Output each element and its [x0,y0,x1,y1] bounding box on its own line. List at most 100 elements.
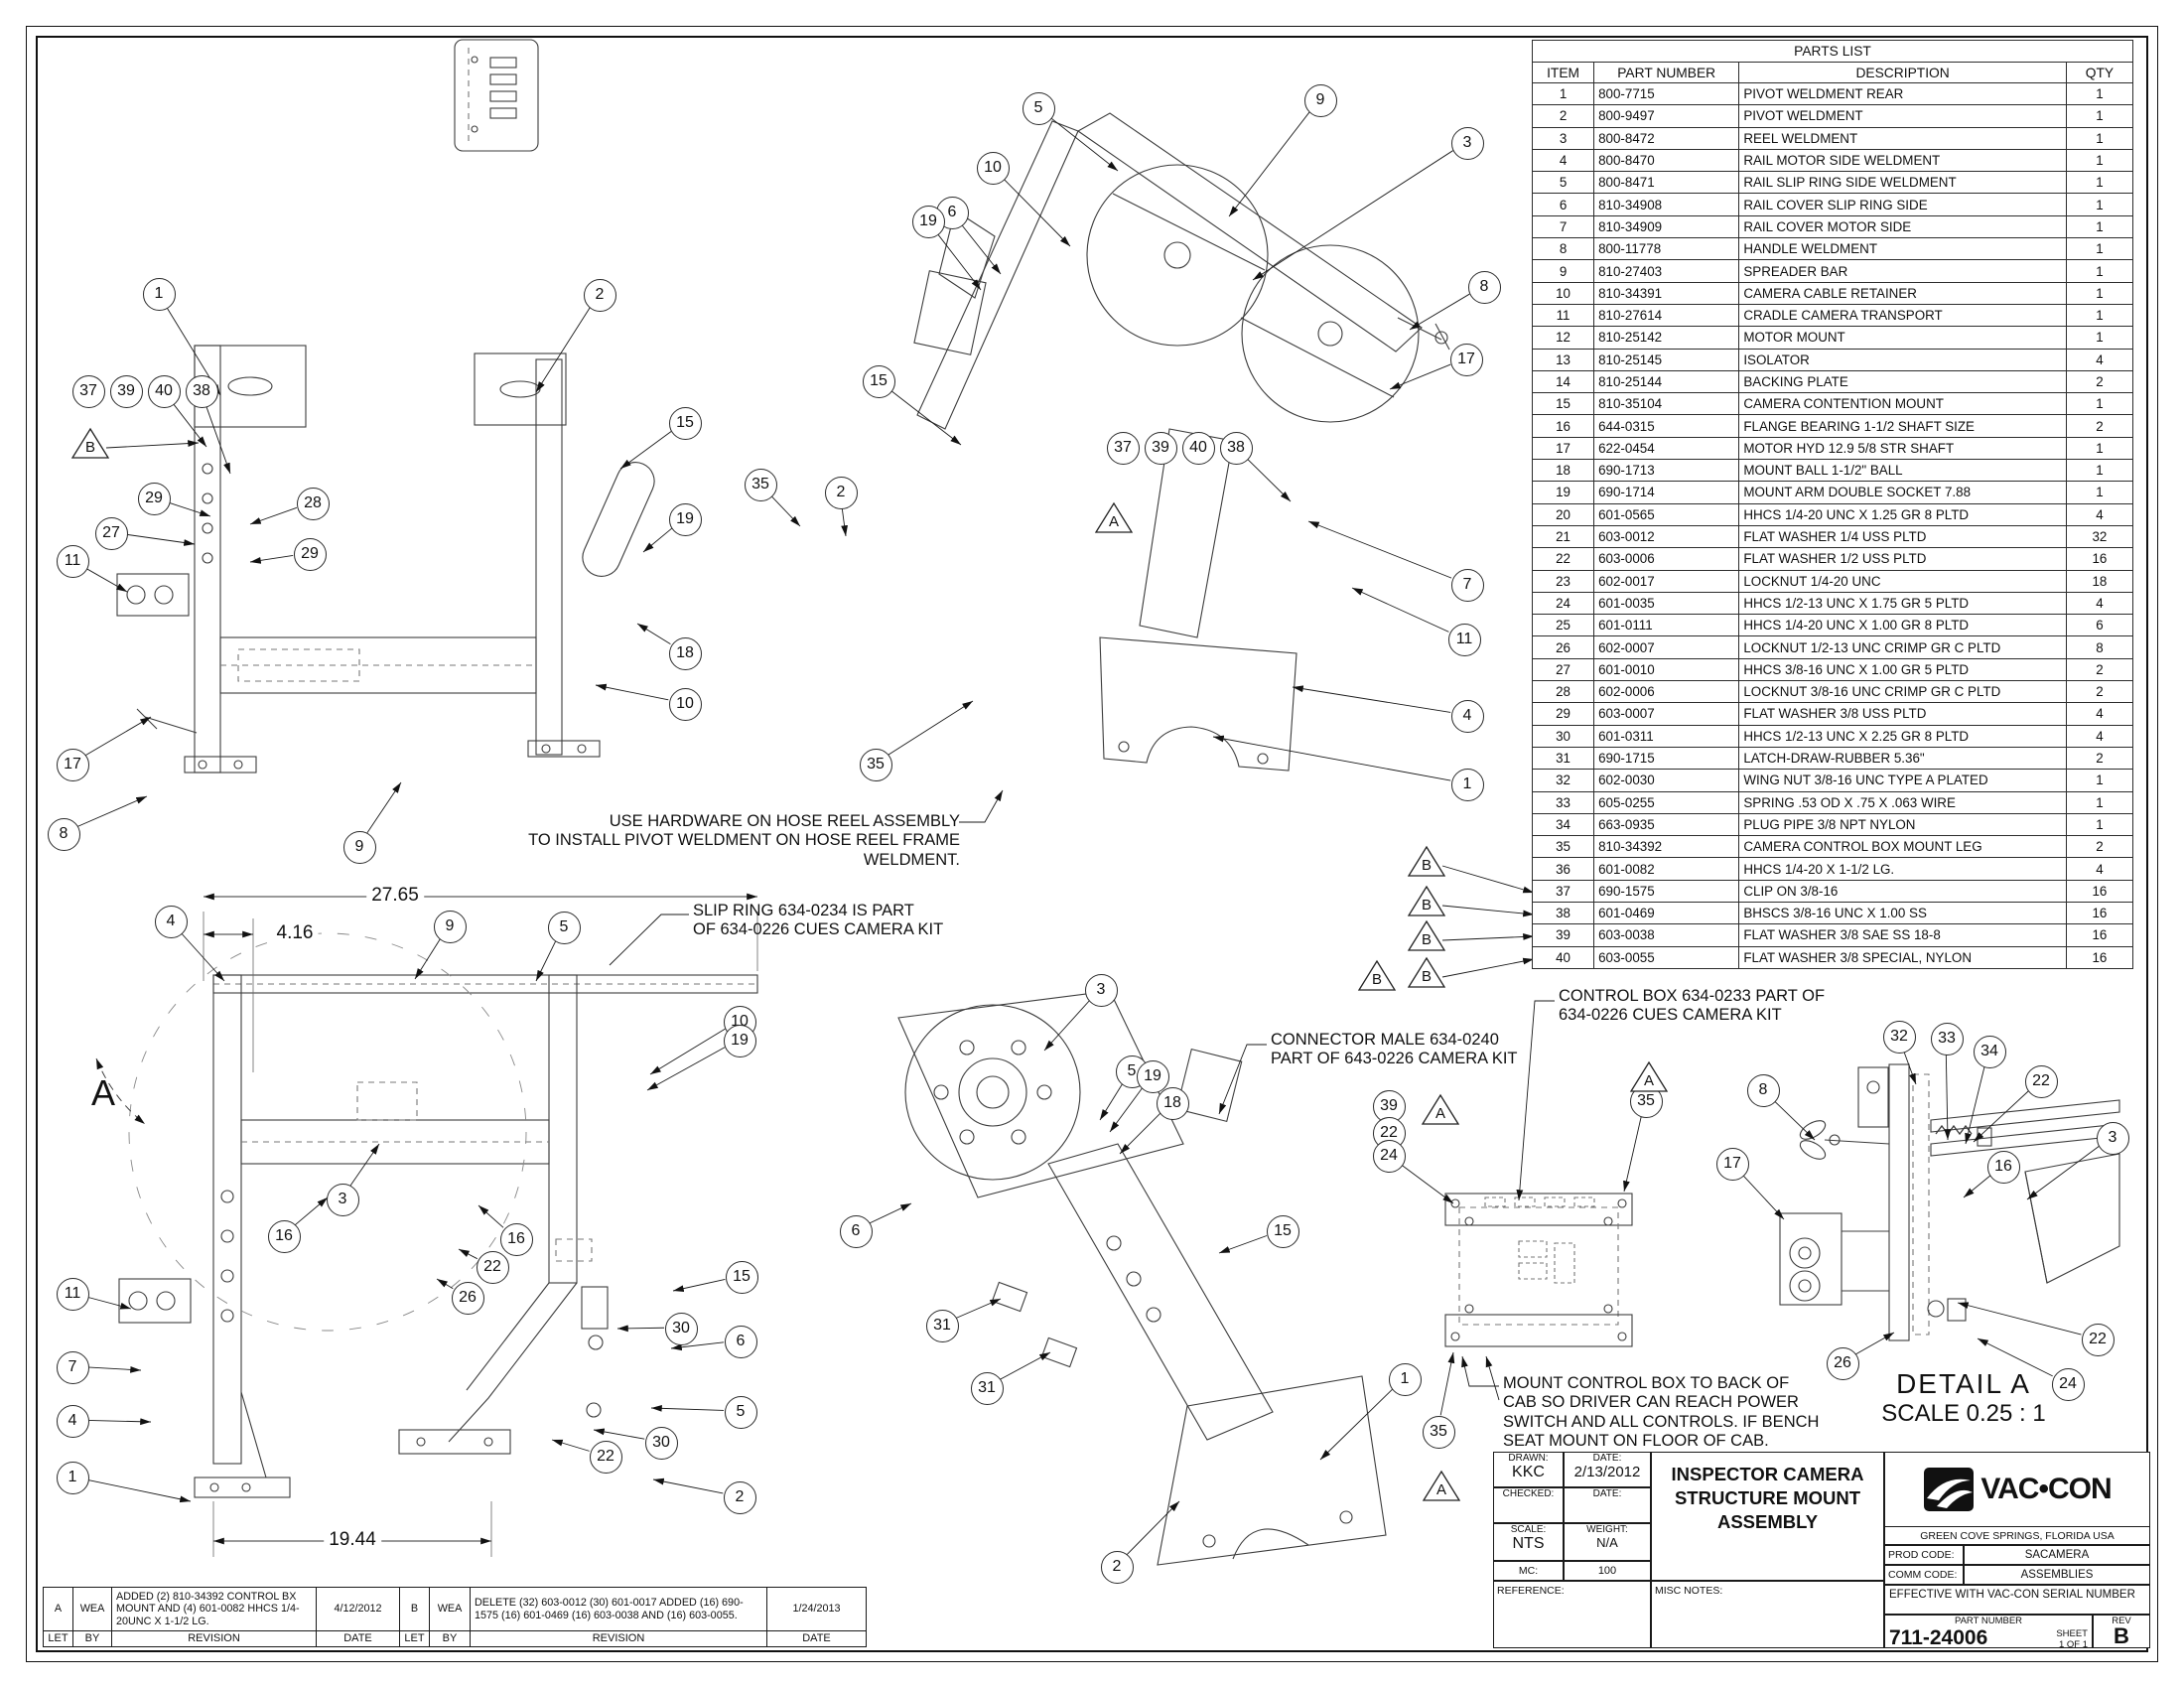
parts-col-item: ITEM [1531,62,1595,83]
dimension-4.16: 4.16 [271,921,319,944]
detail-a-label: DETAIL A SCALE 0.25 : 1 [1854,1368,2073,1428]
balloon-39: 39 [1144,431,1177,465]
sheet-label: SHEET [2056,1628,2088,1640]
balloon-11: 11 [56,544,89,578]
balloon-40: 40 [147,374,181,408]
balloon-18: 18 [668,636,702,670]
rev-a-text: ADDED (2) 810-34392 CONTROL BX MOUNT AND… [111,1587,317,1631]
balloon-3: 3 [2096,1121,2129,1155]
balloon-34: 34 [1973,1035,2006,1068]
balloon-17: 17 [56,748,89,781]
rev-flag-B: B [70,427,110,461]
balloon-31: 31 [925,1309,959,1342]
detail-a-scale: SCALE 0.25 : 1 [1881,1400,2046,1427]
detail-a-view-letter: A [91,1072,116,1113]
balloon-16: 16 [267,1219,301,1253]
balloon-37: 37 [1106,431,1140,465]
sheet-border-inner [36,36,2148,1652]
comm-code-value: ASSEMBLIES [1964,1565,2150,1585]
balloon-9: 9 [342,830,376,864]
balloon-11: 11 [1447,623,1481,656]
balloon-2: 2 [1100,1550,1134,1584]
effective-serial-note: EFFECTIVE WITH VAC-CON SERIAL NUMBER [1884,1585,2150,1615]
titleblock-checked-cell: CHECKED: [1493,1487,1564,1523]
balloon-28: 28 [296,487,330,520]
scale-value: NTS [1512,1535,1545,1552]
titleblock-mc-label-cell: MC: [1493,1561,1564,1581]
balloon-15: 15 [1266,1214,1299,1248]
rev-flag-B: B [1407,956,1446,990]
balloon-39: 39 [109,374,143,408]
balloon-22: 22 [589,1440,622,1474]
prod-code-value: SACAMERA [1964,1545,2150,1565]
company-logo-text: VAC•CON [1980,1473,2112,1505]
balloon-35: 35 [744,468,777,501]
note-leaders [609,789,1555,1401]
balloon-32: 32 [1882,1020,1916,1054]
titleblock-weight-cell: WEIGHT: N/A [1564,1523,1651,1561]
part-number-label: PART NUMBER [1954,1616,2023,1626]
comm-code-label: COMM CODE: [1884,1565,1964,1585]
balloon-19: 19 [668,502,702,536]
balloon-27: 27 [94,516,128,550]
balloon-5: 5 [1022,91,1055,125]
drawn-by-value: KKC [1512,1464,1545,1480]
titleblock-scale-cell: SCALE: NTS [1493,1523,1564,1561]
rev-flag-B: B [1407,919,1446,953]
rev-value: B [2114,1623,2129,1648]
part-number-cell: PART NUMBER 711-24006 SHEET 1 OF 1 [1884,1615,2093,1648]
balloon-15: 15 [862,364,895,398]
balloon-7: 7 [56,1350,89,1384]
parts-list-title: PARTS LIST [1532,40,2133,63]
titleblock-misc-notes-cell: MISC NOTES: [1651,1581,1884,1648]
balloon-37: 37 [71,374,105,408]
mc-value: 100 [1564,1561,1651,1581]
parts-col-description: DESCRIPTION [1738,62,2067,83]
rev-flag-A: A [1422,1470,1461,1503]
rev-b-text: DELETE (32) 603-0012 (30) 601-0017 ADDED… [470,1587,767,1631]
rev-b-by: WEA [429,1587,471,1631]
note-hose-reel: USE HARDWARE ON HOSE REEL ASSEMBLY TO IN… [528,812,960,869]
balloon-35: 35 [859,748,892,781]
balloon-4: 4 [154,905,188,938]
sheet-border-outer [26,26,2158,1662]
revision-table-a: A WEA ADDED (2) 810-34392 CONTROL BX MOU… [43,1587,400,1647]
weight-value: N/A [1596,1535,1618,1550]
detail-a-title: DETAIL A [1896,1368,2031,1399]
balloon-3: 3 [326,1183,359,1216]
titleblock-title-cell: INSPECTOR CAMERA STRUCTURE MOUNT ASSEMBL… [1651,1452,1884,1581]
balloon-leaders [76,111,2100,1555]
view-frame-front [118,932,758,1498]
rev-b-date: 1/24/2013 [766,1587,867,1631]
balloon-11: 11 [56,1277,89,1311]
titleblock-drawn-cell: DRAWN: KKC [1493,1452,1564,1487]
balloon-16: 16 [1986,1150,2020,1184]
titleblock-reference-cell: REFERENCE: [1493,1581,1651,1648]
balloon-35: 35 [1422,1415,1455,1449]
balloon-38: 38 [185,374,218,408]
drawing-title: INSPECTOR CAMERA STRUCTURE MOUNT ASSEMBL… [1671,1464,1864,1533]
part-number-value: 711-24006 [1889,1626,1988,1648]
drawn-date-value: 2/13/2012 [1573,1464,1641,1480]
balloon-19: 19 [1136,1059,1169,1093]
revision-table-b: B WEA DELETE (32) 603-0012 (30) 601-0017… [399,1587,867,1647]
balloon-16: 16 [499,1222,533,1256]
rev-a-date: 4/12/2012 [316,1587,400,1631]
